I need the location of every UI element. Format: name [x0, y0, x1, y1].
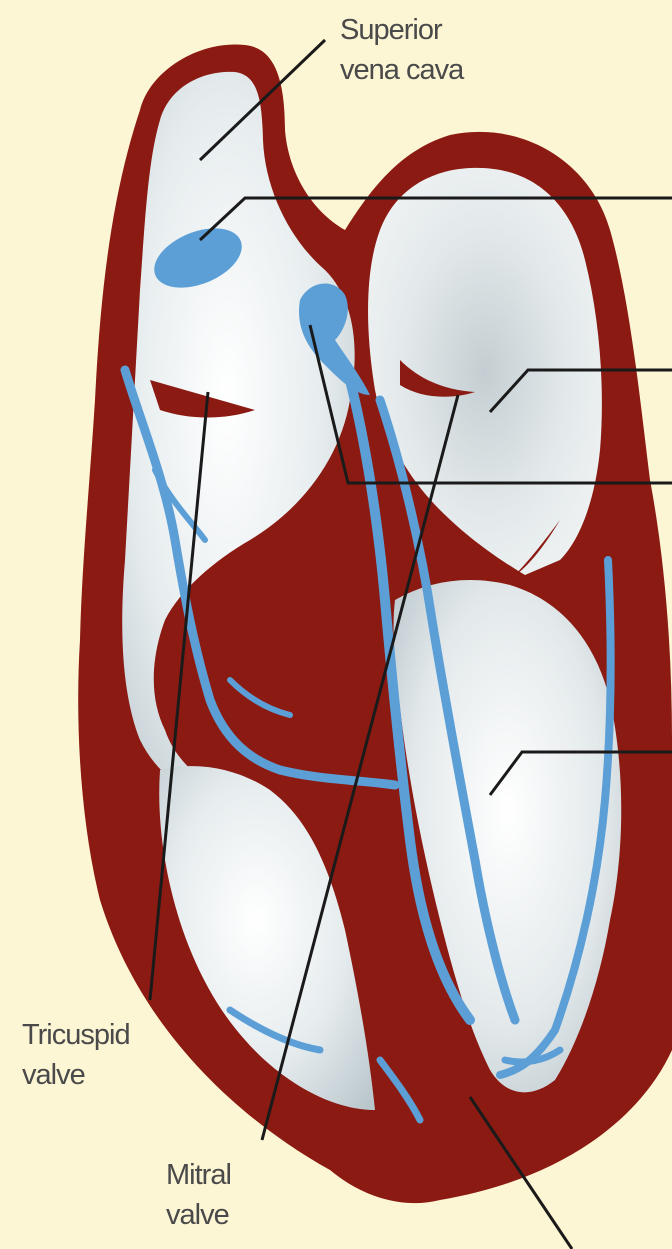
label-mitral-valve-line2: valve [166, 1195, 231, 1235]
label-tricuspid-valve-line2: valve [22, 1055, 130, 1095]
label-mitral-valve-line1: Mitral [166, 1155, 231, 1195]
label-superior-vena-cava-line2: vena cava [340, 50, 463, 90]
label-tricuspid-valve-line1: Tricuspid [22, 1015, 130, 1055]
label-superior-vena-cava-line1: Superior [340, 10, 463, 50]
label-tricuspid-valve: Tricuspid valve [22, 1015, 130, 1095]
label-mitral-valve: Mitral valve [166, 1155, 231, 1235]
label-superior-vena-cava: Superior vena cava [340, 10, 463, 90]
